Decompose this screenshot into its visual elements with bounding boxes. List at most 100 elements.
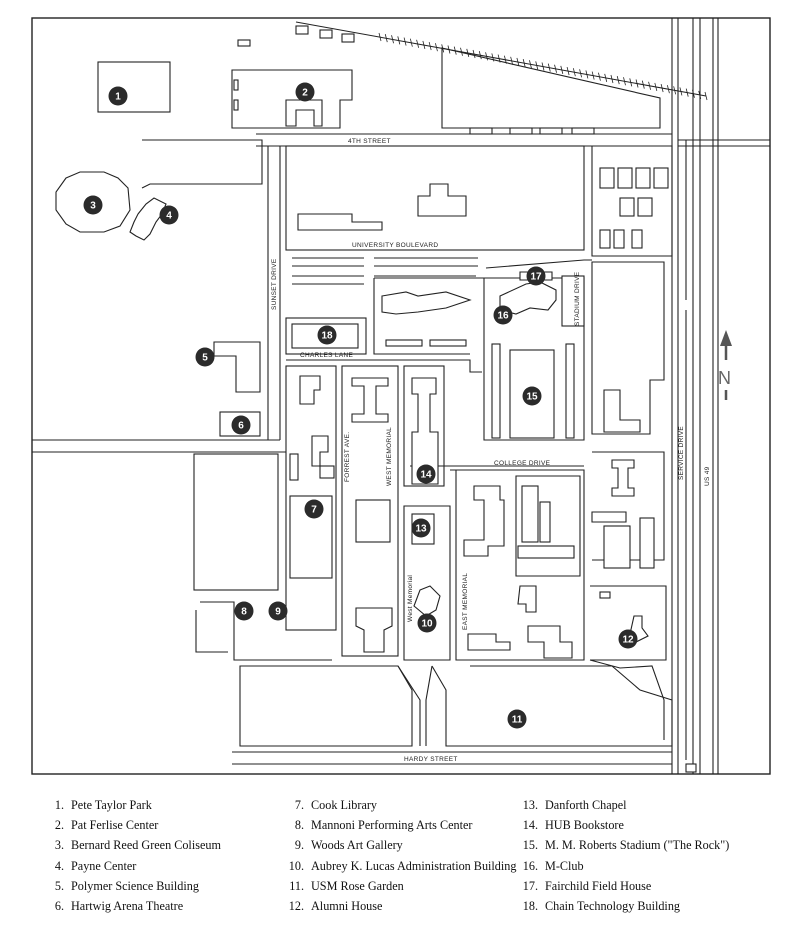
us-49-label: US 49 <box>704 466 711 486</box>
svg-text:17: 17 <box>530 272 542 283</box>
legend-name: Bernard Reed Green Coliseum <box>71 838 221 853</box>
legend-number: 5. <box>54 878 64 893</box>
buildings <box>55 79 669 659</box>
marker-12: 12 <box>618 629 638 649</box>
marker-14: 14 <box>416 464 436 484</box>
north-label: N <box>718 368 731 388</box>
legend-number: 12. <box>288 898 304 913</box>
svg-text:9: 9 <box>275 607 281 618</box>
university-boulevard-label: UNIVERSITY BOULEVARD <box>352 242 438 249</box>
legend-item: 13.Danforth Chapel <box>514 795 729 815</box>
map-frame <box>31 17 771 775</box>
north-arrow-icon: N <box>718 330 732 400</box>
stadium-drive-label: STADIUM DRIVE <box>574 271 581 326</box>
legend-name: Cook Library <box>311 798 378 812</box>
svg-text:7: 7 <box>311 505 317 516</box>
legend-number: 10. <box>288 858 304 873</box>
marker-13: 13 <box>411 518 431 538</box>
svg-text:6: 6 <box>238 421 244 432</box>
legend-item: 18. Chain Technology Building <box>514 896 729 916</box>
marker-2: 2 <box>295 82 315 102</box>
legend-name: Chain Technology Building <box>545 898 681 913</box>
svg-text:15: 15 <box>526 392 538 403</box>
legend-item: 11. USM Rose Garden <box>280 876 516 896</box>
legend-number: 1. <box>54 798 64 812</box>
legend-name: Polymer Science Building <box>71 878 199 893</box>
legend-name: Alumni House <box>311 898 383 913</box>
marker-4: 4 <box>159 205 179 225</box>
svg-text:1: 1 <box>115 92 121 103</box>
marker-9: 9 <box>268 601 288 621</box>
marker-10: 10 <box>417 613 437 633</box>
legend-name: Hartwig Arena Theatre <box>71 898 184 913</box>
legend-item: 14.HUB Bookstore <box>514 815 729 835</box>
legend-item: 17.Fairchild Field House <box>514 876 729 896</box>
forrest-ave-label: FORREST AVE. <box>344 432 351 482</box>
legend-item: 4. Payne Center <box>40 856 221 876</box>
legend-item: 7. Cook Library <box>280 795 516 815</box>
legend-number: 15. <box>522 838 538 853</box>
marker-7: 7 <box>304 499 324 519</box>
legend-item: 5. Polymer Science Building <box>40 876 221 896</box>
legend-number: 17. <box>522 878 538 893</box>
street-grid <box>32 25 697 773</box>
legend-name: Woods Art Gallery <box>311 838 403 853</box>
marker-6: 6 <box>231 415 251 435</box>
campus-map: 4TH STREET UNIVERSITY BOULEVARD SUNSET D… <box>31 17 771 775</box>
marker-17: 17 <box>526 266 546 286</box>
service-drive-label: SERVICE DRIVE <box>678 426 685 480</box>
legend-name: Pete Taylor Park <box>71 798 152 812</box>
hardy-street-label: HARDY STREET <box>404 756 458 763</box>
street-labels: 4TH STREET UNIVERSITY BOULEVARD SUNSET D… <box>271 138 711 763</box>
legend-item: 9. Woods Art Gallery <box>280 835 516 855</box>
legend-number: 18. <box>522 898 538 913</box>
legend-name: M-Club <box>545 858 584 873</box>
legend-column-2: 7. Cook Library 8.Mannoni Performing Arts … <box>280 795 517 916</box>
svg-text:18: 18 <box>321 331 333 342</box>
charles-lane-label: CHARLES LANE <box>300 352 353 359</box>
legend-item: 10.Aubrey K. Lucas Administration Buildi… <box>280 856 517 876</box>
marker-5: 5 <box>195 347 215 367</box>
marker-8: 8 <box>234 601 254 621</box>
svg-text:8: 8 <box>241 607 247 618</box>
legend-number: 7. <box>294 798 304 812</box>
legend-item: 12. Alumni House <box>280 896 516 916</box>
legend-item: 1. Pete Taylor Park <box>40 795 221 815</box>
legend-name: HUB Bookstore <box>545 818 624 833</box>
legend-name: USM Rose Garden <box>311 878 404 893</box>
highway <box>671 18 719 774</box>
svg-text:10: 10 <box>421 619 433 630</box>
west-memorial-label-2: West Memorial <box>407 575 414 622</box>
legend-number: 3. <box>54 838 64 853</box>
east-memorial-label: EAST MEMORIAL <box>462 573 469 630</box>
college-drive-label: COLLEGE DRIVE <box>494 460 551 467</box>
legend-name: Pat Ferlise Center <box>71 818 159 833</box>
fourth-street-label: 4TH STREET <box>348 138 391 145</box>
legend-number: 11. <box>289 878 304 893</box>
railroad <box>295 21 708 101</box>
svg-text:2: 2 <box>302 88 308 99</box>
svg-text:3: 3 <box>90 201 96 212</box>
svg-text:11: 11 <box>512 715 523 726</box>
svg-text:5: 5 <box>202 353 208 364</box>
legend-number: 4. <box>54 858 64 873</box>
svg-text:4: 4 <box>166 211 172 222</box>
legend-number: 9. <box>294 838 304 853</box>
legend-item: 6. Hartwig Arena Theatre <box>40 896 221 916</box>
legend-item: 8.Mannoni Performing Arts Center <box>280 815 516 835</box>
legend-item: 16.M-Club <box>514 856 729 876</box>
sunset-drive-label: SUNSET DRIVE <box>271 258 278 310</box>
legend-number: 8. <box>294 818 304 833</box>
legend-number: 13. <box>522 798 538 812</box>
svg-text:14: 14 <box>420 470 432 481</box>
legend-number: 6. <box>54 898 64 913</box>
marker-1: 1 <box>108 86 128 106</box>
marker-11: 11 <box>507 709 527 729</box>
legend-name: M. M. Roberts Stadium ("The Rock") <box>545 838 730 853</box>
svg-text:12: 12 <box>622 635 634 646</box>
legend-name: Payne Center <box>71 858 137 873</box>
